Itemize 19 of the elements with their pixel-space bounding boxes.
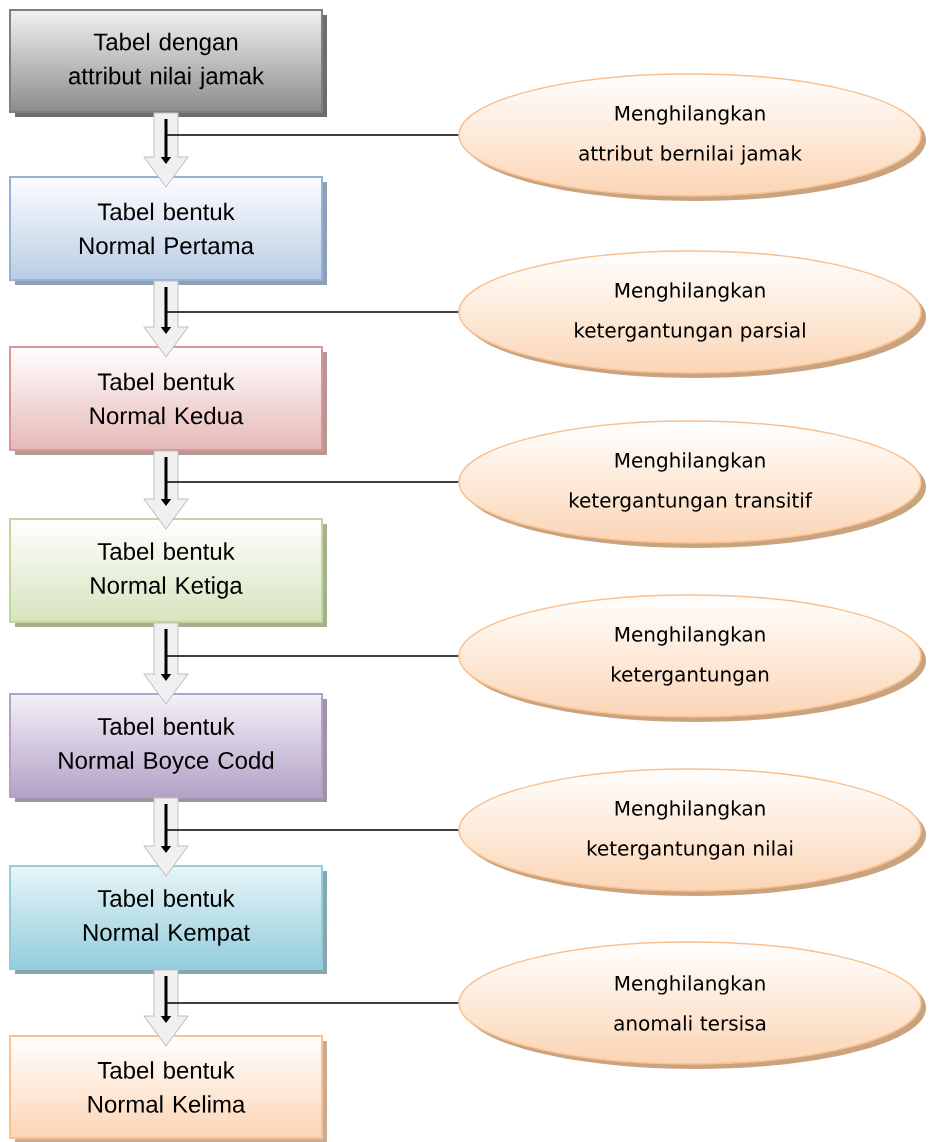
process-box: Tabel bentuk Normal Kempat (9, 865, 327, 974)
leader-line (165, 1002, 459, 1004)
leader-line (165, 655, 459, 657)
process-box: Tabel bentuk Normal Kedua (9, 346, 327, 455)
arrow (143, 112, 189, 188)
process-box: Tabel bentuk Normal Ketiga (9, 518, 327, 627)
process-box: Tabel bentuk Normal Boyce Codd (9, 693, 327, 802)
process-box: Tabel bentuk Normal Kelima (9, 1035, 327, 1142)
leader-line (165, 311, 459, 313)
process-box: Tabel dengan attribut nilai jamak (9, 9, 327, 117)
leader-line (165, 481, 459, 483)
process-box: Tabel bentuk Normal Pertama (9, 176, 327, 285)
arrow (143, 280, 189, 358)
arrow (143, 969, 189, 1047)
leader-line (165, 829, 459, 831)
arrow (143, 797, 189, 877)
leader-line (165, 134, 459, 136)
arrow (143, 450, 189, 530)
arrow (143, 622, 189, 705)
